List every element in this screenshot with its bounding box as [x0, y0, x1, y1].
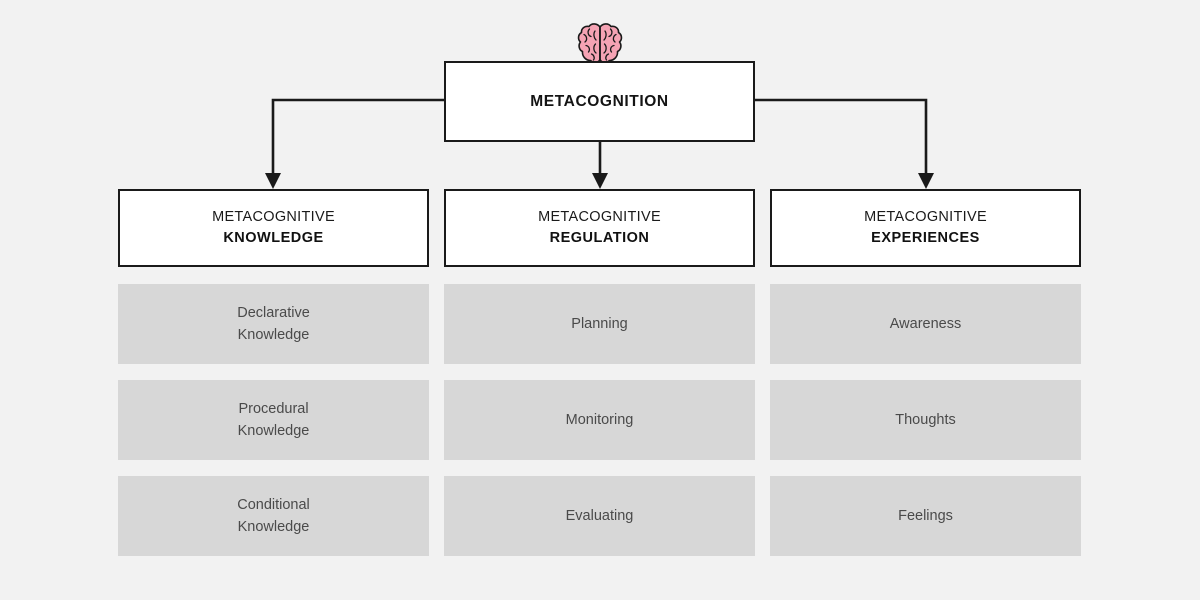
connector-left	[271, 98, 444, 176]
category-label-line1: METACOGNITIVE	[864, 208, 987, 225]
item-label-line1: Feelings	[898, 507, 953, 524]
category-label-line1: METACOGNITIVE	[212, 208, 335, 225]
item-label-line1: Procedural	[238, 400, 309, 417]
item-label-line2: Knowledge	[237, 519, 310, 535]
connector-right	[755, 98, 928, 176]
column-metacognitive-regulation: METACOGNITIVE REGULATION Planning Monito…	[444, 189, 755, 556]
item-list-experiences: Awareness Thoughts Feelings	[770, 284, 1081, 556]
category-label-line2: REGULATION	[549, 230, 650, 246]
item-box-evaluating[interactable]: Evaluating	[444, 476, 755, 556]
root-node-metacognition[interactable]: METACOGNITION	[444, 61, 755, 142]
item-label-line1: Monitoring	[565, 411, 634, 428]
root-node-label: METACOGNITION	[530, 92, 669, 110]
item-box-awareness[interactable]: Awareness	[770, 284, 1081, 364]
item-label-line1: Evaluating	[565, 507, 634, 524]
category-label-line2: KNOWLEDGE	[223, 230, 324, 246]
item-label-line1: Planning	[571, 315, 628, 332]
item-label-line1: Awareness	[889, 315, 962, 332]
item-box-planning[interactable]: Planning	[444, 284, 755, 364]
item-label-line1: Declarative	[237, 304, 310, 321]
item-box-procedural-knowledge[interactable]: Procedural Knowledge	[118, 380, 429, 460]
category-label-line2: EXPERIENCES	[871, 230, 980, 246]
item-box-thoughts[interactable]: Thoughts	[770, 380, 1081, 460]
category-box-experiences[interactable]: METACOGNITIVE EXPERIENCES	[770, 189, 1081, 267]
column-metacognitive-knowledge: METACOGNITIVE KNOWLEDGE Declarative Know…	[118, 189, 429, 556]
item-list-regulation: Planning Monitoring Evaluating	[444, 284, 755, 556]
item-box-declarative-knowledge[interactable]: Declarative Knowledge	[118, 284, 429, 364]
arrowheads	[265, 173, 934, 189]
item-box-feelings[interactable]: Feelings	[770, 476, 1081, 556]
brain-icon	[577, 23, 623, 64]
item-label-line1: Conditional	[237, 496, 310, 513]
category-label-line1: METACOGNITIVE	[538, 208, 661, 225]
item-box-monitoring[interactable]: Monitoring	[444, 380, 755, 460]
item-label-line2: Knowledge	[237, 327, 310, 343]
item-label-line1: Thoughts	[895, 411, 956, 428]
column-metacognitive-experiences: METACOGNITIVE EXPERIENCES Awareness Thou…	[770, 189, 1081, 556]
item-box-conditional-knowledge[interactable]: Conditional Knowledge	[118, 476, 429, 556]
category-box-regulation[interactable]: METACOGNITIVE REGULATION	[444, 189, 755, 267]
item-label-line2: Knowledge	[237, 423, 310, 439]
arrowhead-left	[265, 173, 281, 189]
arrowhead-center	[592, 173, 608, 189]
item-list-knowledge: Declarative Knowledge Procedural Knowled…	[118, 284, 429, 556]
category-box-knowledge[interactable]: METACOGNITIVE KNOWLEDGE	[118, 189, 429, 267]
arrowhead-right	[918, 173, 934, 189]
